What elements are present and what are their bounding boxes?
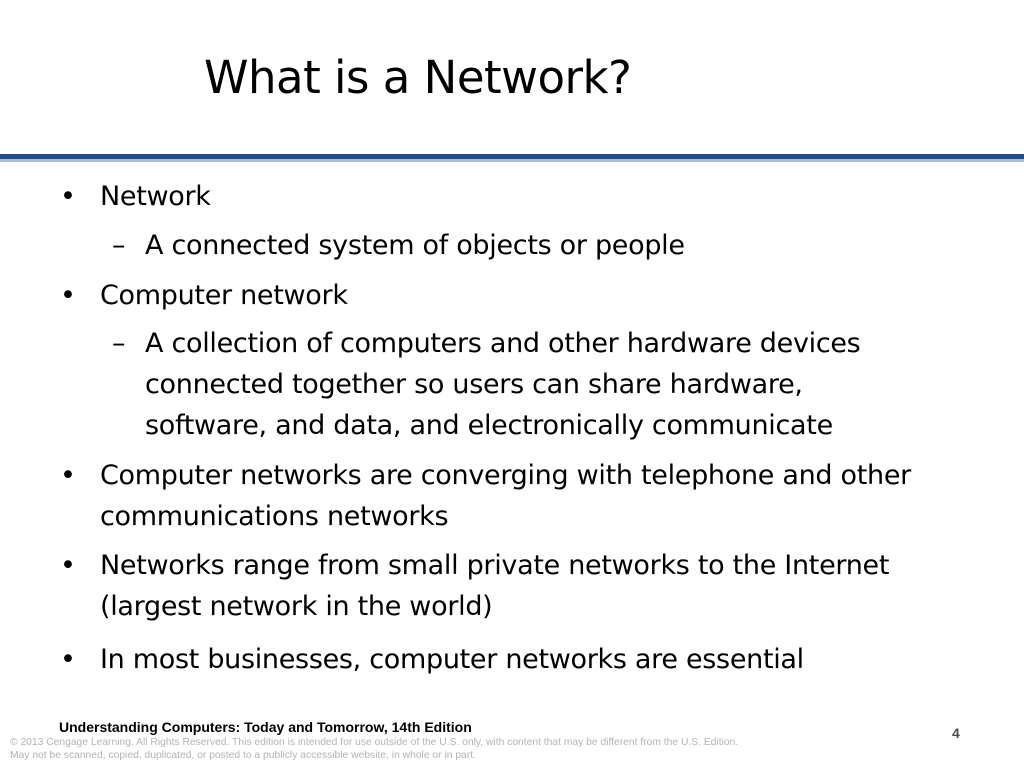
bullet-marker: • [60, 460, 76, 491]
slide-title: What is a Network? [204, 51, 632, 104]
bullet-list: • Network – A connected system of object… [60, 176, 911, 680]
bullet-text: Computer network [100, 275, 348, 316]
bullet-line: Computer network [100, 280, 348, 311]
title-divider-shadow [0, 159, 1024, 162]
page-number: 4 [952, 725, 960, 741]
bullet-marker: • [60, 280, 76, 311]
copyright-line: May not be scanned, copied, duplicated, … [10, 750, 476, 761]
dash-marker: – [112, 328, 126, 359]
bullet-line: Networks range from small private networ… [100, 550, 890, 581]
bullet-line: Network [100, 181, 211, 212]
sub-bullet-line: connected together so users can share ha… [145, 369, 803, 400]
bullet-line: Computer networks are converging with te… [100, 460, 911, 491]
bullet-text: Networks range from small private networ… [100, 545, 889, 627]
dash-marker: – [112, 230, 126, 261]
title-divider-bar [0, 154, 1024, 159]
copyright-notice: © 2013 Cengage Learning. All Rights Rese… [10, 736, 738, 762]
bullet-line: In most businesses, computer networks ar… [100, 644, 804, 675]
sub-bullet-line: A collection of computers and other hard… [145, 328, 861, 359]
copyright-line: © 2013 Cengage Learning. All Rights Rese… [10, 737, 739, 748]
footer-book-title: Understanding Computers: Today and Tomor… [59, 719, 472, 735]
bullet-text: Network [100, 176, 211, 217]
bullet-text: Computer networks are converging with te… [100, 455, 911, 537]
bullet-marker: • [60, 644, 76, 675]
bullet-line: (largest network in the world) [100, 591, 493, 622]
sub-bullet-line: software, and data, and electronically c… [145, 410, 833, 441]
sub-bullet-line: A connected system of objects or people [145, 230, 685, 261]
bullet-marker: • [60, 550, 76, 581]
sub-bullet-text: A collection of computers and other hard… [145, 323, 861, 446]
bullet-line: communications networks [100, 501, 449, 532]
bullet-marker: • [60, 181, 76, 212]
bullet-text: In most businesses, computer networks ar… [100, 639, 804, 680]
sub-bullet-text: A connected system of objects or people [145, 225, 685, 266]
